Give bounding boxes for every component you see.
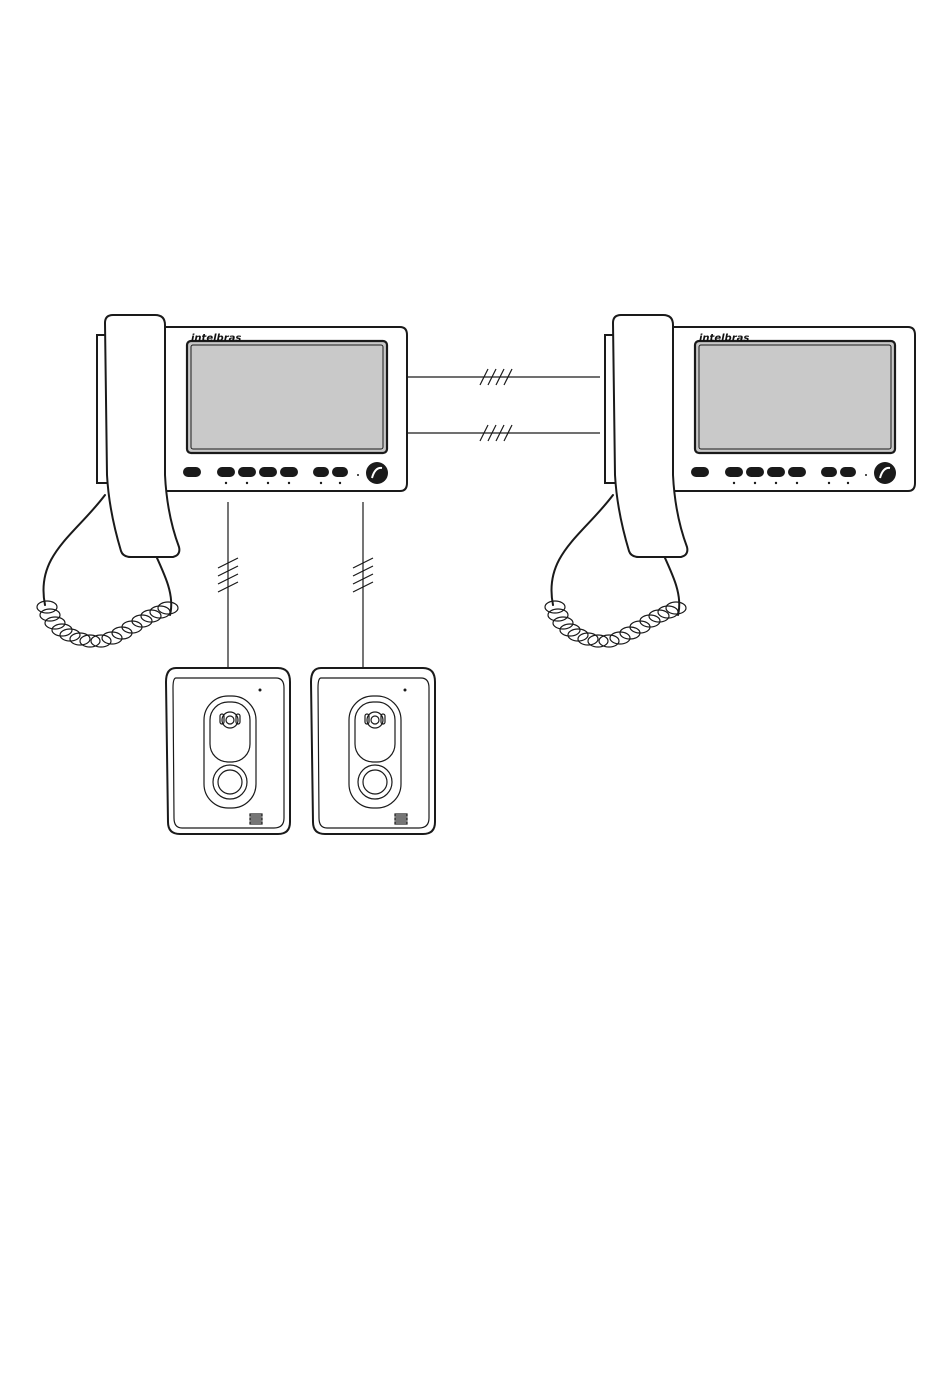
monitor-left-brand: intelbras [191, 333, 241, 344]
monitor-right: intelbras [545, 315, 915, 647]
monitor-left: intelbras [37, 315, 407, 647]
door-station-2 [311, 668, 435, 834]
monitor-right-brand: intelbras [699, 333, 749, 344]
door-station-1 [166, 668, 290, 834]
